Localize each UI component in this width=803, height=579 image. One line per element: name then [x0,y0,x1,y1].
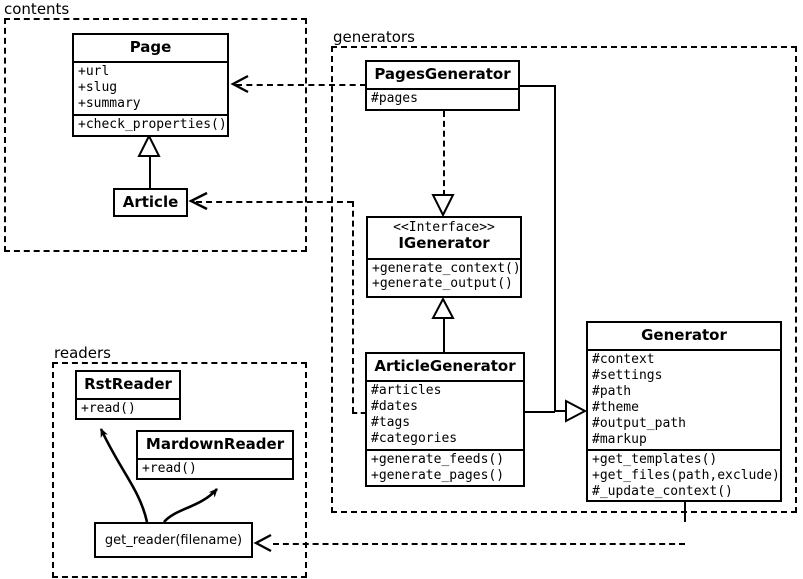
class-mardown-reader-title: MardownReader [145,435,285,453]
method: +generate_output() [372,276,513,292]
edge-pagesgenerator-to-generator-vertical [554,85,556,411]
class-generator-attributes: #context #settings #path #theme #output_… [588,349,780,449]
package-label-generators: generators [333,28,415,46]
edge-generator-to-getreader-vertical [684,502,686,522]
class-pages-generator[interactable]: PagesGenerator #pages [365,60,520,111]
edge-pagesgenerator-to-igenerator [443,111,445,196]
attribute: +url [78,64,110,80]
attribute: #settings [592,368,663,384]
package-boundary-readers [52,362,307,578]
class-mardown-reader[interactable]: MardownReader +read() [136,430,294,480]
method: +read() [142,461,197,477]
method: +generate_pages() [371,467,505,483]
class-rst-reader[interactable]: RstReader +read() [75,370,181,420]
edge-generator-to-getreader-horizontal [273,543,685,545]
method: +generate_context() [372,260,521,276]
class-generator[interactable]: Generator #context #settings #path #them… [586,321,782,502]
attribute: #categories [371,430,458,446]
attribute: #dates [371,399,418,415]
attribute: #theme [592,399,639,415]
class-igenerator-methods: +generate_context() +generate_output() [368,257,521,295]
edge-articlegenerator-to-article-vertical [352,201,354,413]
class-article-title: Article [122,192,179,211]
class-igenerator[interactable]: <<Interface>> IGenerator +generate_conte… [366,216,522,298]
class-article-generator[interactable]: ArticleGenerator #articles #dates #tags … [365,352,525,487]
function-get-reader-label: get_reader(filename) [104,532,243,548]
edge-articlegenerator-to-generator [525,411,555,413]
method: +read() [81,401,136,417]
package-boundary-generators [331,46,797,513]
method: +check_properties() [78,116,227,132]
class-page-attributes: +url +slug +summary [74,61,227,114]
attribute: #output_path [592,415,686,431]
edge-pagesgenerator-to-generator-top [520,85,556,87]
package-label-readers: readers [54,344,111,362]
class-generator-title: Generator [641,326,727,344]
class-igenerator-title: IGenerator [398,234,490,253]
method: +generate_feeds() [371,451,505,467]
class-igenerator-stereotype: <<Interface>> [393,220,495,235]
edge-articlegenerator-to-igenerator [443,316,445,352]
attribute: #articles [371,383,442,399]
attribute: +summary [78,95,141,111]
method: #_update_context() [592,484,733,500]
attribute: #tags [371,414,411,430]
edge-generator-inheritance-stub [554,410,569,412]
class-pages-generator-attributes: #pages [367,88,518,109]
method: +get_templates() [592,452,718,468]
class-generator-methods: +get_templates() +get_files(path,exclude… [588,449,780,502]
edge-article-to-page [149,154,151,189]
attribute: +slug [78,80,118,96]
class-article[interactable]: Article [113,188,188,217]
class-page[interactable]: Page +url +slug +summary +check_properti… [72,33,229,137]
attribute: #path [592,383,632,399]
edge-articlegenerator-to-article-horizontal [196,201,353,203]
edge-articlegenerator-to-article-stub [352,412,366,414]
class-page-title: Page [129,38,172,56]
function-get-reader[interactable]: get_reader(filename) [94,522,253,558]
attribute: #pages [371,91,418,107]
method: +get_files(path,exclude) [592,468,780,484]
attribute: #markup [592,431,647,447]
class-article-generator-title: ArticleGenerator [374,357,516,375]
class-pages-generator-title: PagesGenerator [374,65,511,83]
class-mardown-reader-methods: +read() [138,458,292,479]
edge-pagesgenerator-to-page [236,84,366,86]
class-rst-reader-methods: +read() [77,398,179,419]
attribute: #context [592,352,655,368]
package-boundary-contents [4,18,307,252]
class-rst-reader-title: RstReader [84,375,172,393]
class-article-generator-methods: +generate_feeds() +generate_pages() [367,448,523,486]
class-page-methods: +check_properties() [74,113,227,135]
package-label-contents: contents [4,0,70,18]
class-article-generator-attributes: #articles #dates #tags #categories [367,380,523,448]
